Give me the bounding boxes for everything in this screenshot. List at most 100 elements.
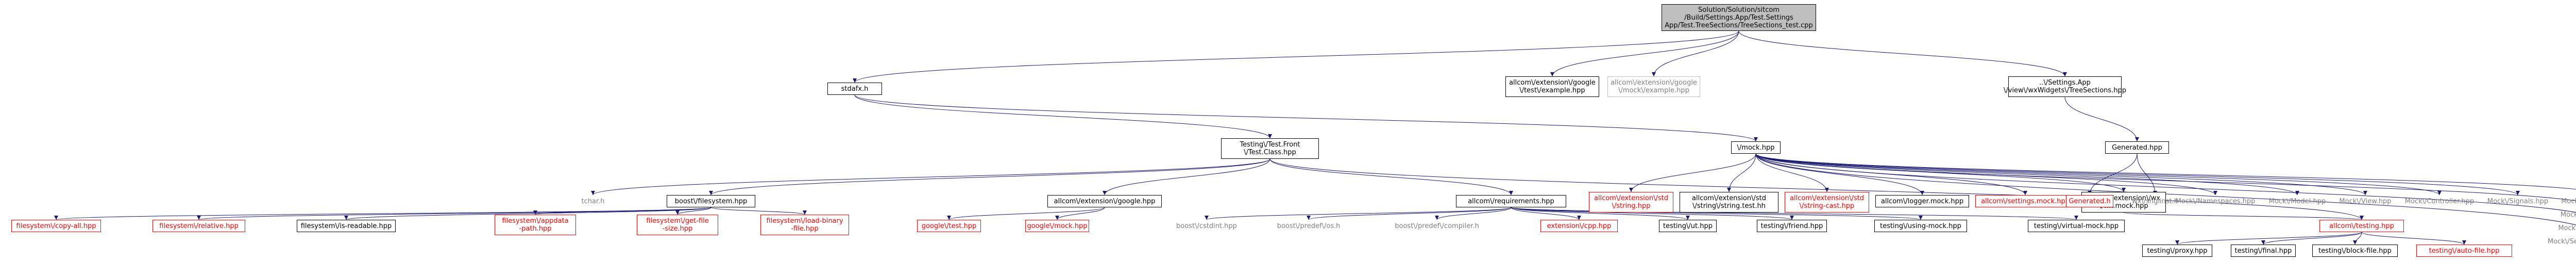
node-mock-treesections: Mock\/TreeSections.hpp (2557, 195, 2576, 207)
edge-mock-hpp-to-mock-settingsframe (1755, 153, 2576, 213)
node-extension-cpp[interactable]: extension\/cpp.hpp (1540, 220, 1618, 232)
node-google-test[interactable]: google\/test.hpp (917, 220, 981, 232)
node-label: allcom\/settings.mock.hpp (1981, 197, 2070, 205)
edge-mock-hpp-to-mock-model (1755, 153, 2299, 196)
node-label: ..\/Settings.App (2039, 79, 2091, 87)
node-google-mock[interactable]: google\/mock.hpp (1025, 220, 1089, 232)
edge-mock-hpp-to-mock-settingspanelimpl (1755, 153, 2576, 225)
node-label: Generated.h (2069, 197, 2111, 205)
node-testing-proxy[interactable]: testing\/proxy.hpp (2142, 245, 2212, 257)
node-label: Mock\/View.hpp (2339, 197, 2392, 205)
node-label: filesystem\/appdata (502, 217, 569, 225)
node-allcom-requirements[interactable]: allcom\/requirements.hpp (1456, 195, 1566, 207)
node-testing-ut[interactable]: testing\/ut.hpp (1659, 220, 1717, 232)
edge-allcom-requirements-to-extension-cpp (1511, 207, 1581, 220)
node-mock-namespaces: Mock\/Namespaces.hpp (2172, 195, 2259, 207)
node-label: Mock\/TreeSections.hpp (2561, 197, 2576, 205)
node-testing-auto-file[interactable]: testing\/auto-file.hpp (2416, 245, 2512, 257)
node-tree-sections-hpp[interactable]: ..\/Settings.App\/view\/wxWidgets\/TreeS… (2004, 76, 2126, 97)
node-label: testing\/friend.hpp (1760, 222, 1823, 230)
node-ustring[interactable]: allcom\/extension\/std\/string.hpp (1589, 192, 1673, 213)
node-label: allcom\/extension\/std (1594, 194, 1668, 202)
node-label: \/test\/example.hpp (1519, 87, 1585, 94)
node-label: Mock\/Namespaces.hpp (2175, 197, 2256, 205)
node-mock-hpp[interactable]: \/mock.hpp (1731, 141, 1781, 154)
node-fs-is-readable[interactable]: filesystem\/is-readable.hpp (297, 220, 396, 232)
edge-allcom-requirements-to-testing-using-mock (1511, 207, 1923, 220)
node-fs-relative[interactable]: filesystem\/relative.hpp (152, 220, 245, 232)
node-allcom-testing[interactable]: allcom\/testing.hpp (2319, 220, 2404, 232)
node-boost-fs[interactable]: boost\/filesystem.hpp (667, 195, 755, 207)
node-label: \/mock\/example.hpp (1618, 87, 1689, 94)
node-generated-hpp[interactable]: Generated.hpp (2105, 141, 2169, 154)
node-stdafx[interactable]: stdafx.h (827, 83, 882, 95)
node-label: allcom\/logger.mock.hpp (1880, 197, 1964, 205)
edge-allcom-testing-to-testing-proxy (2175, 232, 2362, 245)
edge-wx-mock-to-allcom-testing (2123, 212, 2364, 220)
node-label: Mock\/SettingsPanelImpl.hpp (2547, 237, 2576, 246)
node-testing-final[interactable]: testing\/final.hpp (2231, 245, 2296, 257)
node-fs-get-file-size[interactable]: filesystem\/get-file-size.hpp (637, 215, 718, 235)
node-label: \/Test.Class.hpp (1244, 149, 1296, 156)
node-mock-settingspanelimpl: Mock\/SettingsPanelImpl.hpp (2547, 235, 2576, 248)
node-label: google\/mock.hpp (1027, 222, 1088, 230)
edge-root-to-gtest-example (1550, 30, 1739, 77)
edge-allcom-requirements-to-testing-ut (1511, 207, 1690, 220)
node-ustring-test[interactable]: allcom\/extension\/std\/string\/string.t… (1680, 192, 1778, 213)
node-label: testing\/proxy.hpp (2147, 247, 2208, 255)
node-label: testing\/block-file.hpp (2318, 247, 2392, 255)
node-boost-cstdint: boost\/cstdint.hpp (1170, 220, 1244, 232)
edge-mock-hpp-to-mock-controller (1755, 153, 2442, 196)
node-fs-load-binary[interactable]: filesystem\/load-binary-file.hpp (760, 215, 849, 235)
node-root[interactable]: Solution/Solution/sitcom/Build/Settings.… (1662, 4, 1816, 31)
node-gtest-example[interactable]: allcom\/extension\/google\/test\/example… (1505, 76, 1599, 97)
node-testing-block-file[interactable]: testing\/block-file.hpp (2312, 245, 2398, 257)
node-label: Mock\/Model.hpp (2268, 197, 2326, 205)
edge-allcom-requirements-to-testing-virtual-mock (1511, 207, 2078, 220)
edge-boost-fs-to-fs-appdata (533, 207, 711, 215)
node-label: allcom\/testing.hpp (2329, 222, 2394, 230)
edge-mock-hpp-to-ustring (1629, 153, 1756, 192)
edge-boost-fs-to-fs-get-file-size (675, 207, 711, 215)
node-label: wx\/snglinst.h (2131, 197, 2179, 205)
node-label: filesystem\/relative.hpp (159, 222, 239, 230)
node-fs-copy-all[interactable]: filesystem\/copy-all.hpp (11, 220, 101, 232)
node-label: boost\/predef\/compiler.h (1395, 222, 1479, 230)
node-mock-model: Mock\/Model.hpp (2265, 195, 2330, 207)
node-generated-h[interactable]: Generated.h (2066, 195, 2113, 207)
edge-allcom-requirements-to-boost-predef-os (1307, 207, 1512, 220)
edge-allcom-google-to-google-test (947, 207, 1105, 220)
edge-mock-hpp-to-logger-mock (1755, 153, 1924, 196)
edge-stdafx-to-test-class (854, 94, 1272, 139)
edge-test-class-to-allcom-google (1103, 158, 1270, 196)
edge-boost-fs-to-fs-relative (197, 207, 711, 220)
node-fs-appdata[interactable]: filesystem\/appdata-path.hpp (495, 215, 576, 235)
node-label: \/string-cast.hpp (1799, 202, 1855, 210)
node-testing-virtual-mock[interactable]: testing\/virtual-mock.hpp (2028, 220, 2125, 232)
node-settings-mock[interactable]: allcom\/settings.mock.hpp (1975, 195, 2075, 207)
edge-allcom-google-to-google-mock (1055, 207, 1105, 220)
edge-test-class-to-tchar (591, 158, 1270, 196)
node-mock-controller: Mock\/Controller.hpp (2401, 195, 2478, 207)
edge-allcom-requirements-to-boost-predef-compiler (1435, 207, 1512, 220)
edge-boost-fs-to-fs-copy-all (54, 207, 711, 220)
edge-layer (54, 30, 2576, 245)
node-string-cast[interactable]: allcom\/extension\/std\/string-cast.hpp (1785, 192, 1869, 213)
node-label: Testing\/Test.Front (1240, 141, 1300, 149)
edge-boost-fs-to-fs-is-readable (344, 207, 711, 220)
node-label: Mock\/SettingsFrame.hpp (2558, 224, 2576, 232)
node-logger-mock[interactable]: allcom\/logger.mock.hpp (1875, 195, 1969, 207)
node-label: allcom\/extension\/google (1611, 79, 1697, 87)
node-label: App/Test.TreeSections/TreeSections_test.… (1665, 21, 1813, 29)
node-label: filesystem\/get-file (646, 217, 709, 225)
node-label: filesystem\/is-readable.hpp (300, 222, 392, 230)
node-label: testing\/ut.hpp (1663, 222, 1713, 230)
node-label: /Build/Settings.App/Test.Settings (1684, 13, 1793, 22)
node-testing-using-mock[interactable]: testing\/using-mock.hpp (1874, 220, 1967, 232)
node-label: Mock\/Signals.hpp (2487, 197, 2549, 205)
node-test-class[interactable]: Testing\/Test.Front\/Test.Class.hpp (1221, 138, 1319, 159)
edge-mock-hpp-to-mock-view (1755, 153, 2367, 196)
node-label: google\/test.hpp (921, 222, 977, 230)
node-allcom-google[interactable]: allcom\/extension\/google.hpp (1047, 195, 1162, 207)
node-testing-friend[interactable]: testing\/friend.hpp (1757, 220, 1827, 232)
